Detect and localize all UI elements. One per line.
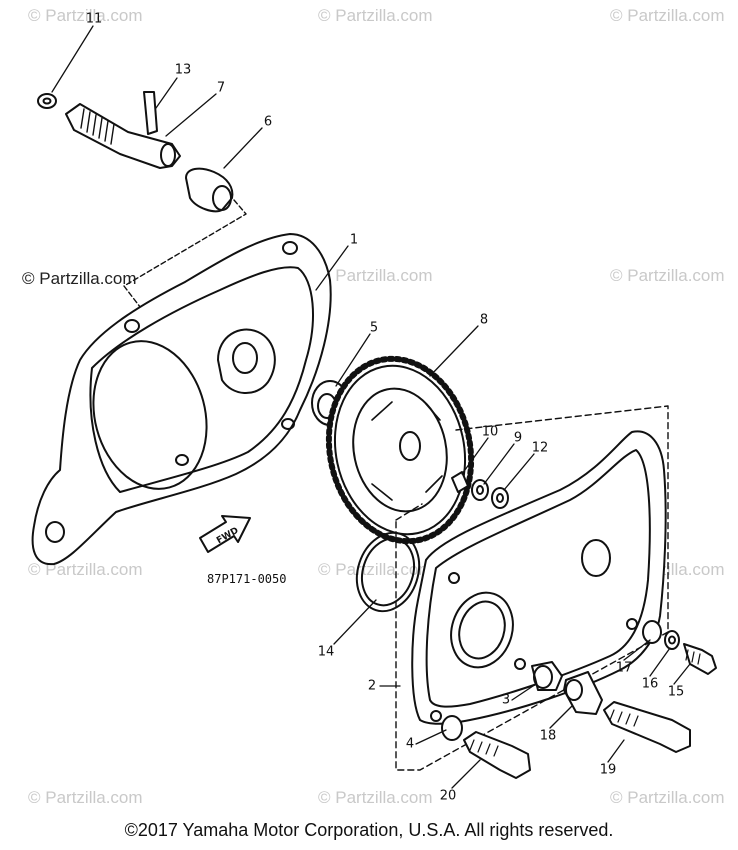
watermark-text: © Partzilla.com: [28, 788, 143, 807]
watermark-text: © Partzilla.com: [318, 560, 433, 579]
watermark-text: © Partzilla.com: [318, 266, 433, 285]
callout-16: 16: [641, 676, 659, 692]
part-14-oring: [355, 531, 421, 613]
part-16-washer: [664, 630, 680, 650]
part-1-housing: [31, 233, 332, 566]
callout-12: 12: [531, 440, 549, 456]
watermark-text: © Partzilla.com: [610, 6, 725, 25]
watermark-text: © Partzilla.com: [610, 266, 725, 285]
assembly-box-dashed: [395, 405, 669, 771]
part-8-gear: [325, 355, 475, 545]
part-15-bolt: [683, 643, 717, 675]
diagram-code: 87P171-0050: [207, 572, 287, 586]
callout-3: 3: [501, 692, 511, 708]
watermark-text: © Partzilla.com: [28, 6, 143, 25]
callout-17: 17: [615, 660, 633, 676]
callout-9: 9: [513, 430, 523, 446]
callout-13: 13: [174, 62, 192, 78]
callout-1: 1: [349, 232, 359, 248]
callout-8: 8: [479, 312, 489, 328]
watermark-text: © Partzilla.com: [28, 560, 143, 579]
part-2-cover-plate: [411, 430, 667, 725]
leader-lines: [51, 25, 691, 789]
watermark-text: © Partzilla.com: [318, 6, 433, 25]
watermark-text: © Partzilla.com: [610, 788, 725, 807]
callout-6: 6: [263, 114, 273, 130]
copyright-notice: ©2017 Yamaha Motor Corporation, U.S.A. A…: [124, 820, 614, 840]
part-18-sleeve: [563, 671, 603, 715]
part-4-dowel: [441, 715, 463, 741]
callout-15: 15: [667, 684, 685, 700]
leader-dashed: [123, 199, 247, 321]
callout-18: 18: [539, 728, 557, 744]
fwd-arrow-icon: [199, 515, 251, 553]
callout-5: 5: [369, 320, 379, 336]
callout-20: 20: [439, 788, 457, 804]
part-6-collar: [185, 167, 234, 213]
watermark-text: © Partzilla.com: [318, 788, 433, 807]
part-10-washer: [451, 471, 469, 493]
callout-14: 14: [317, 644, 335, 660]
part-17-washer: [642, 620, 662, 644]
part-11-washer: [37, 93, 57, 109]
callout-2: 2: [367, 678, 377, 694]
callout-4: 4: [405, 736, 415, 752]
callout-11: 11: [85, 11, 103, 27]
partzilla-watermark-label: © Partzilla.com: [22, 269, 137, 288]
callout-19: 19: [599, 762, 617, 778]
part-12-washer: [491, 487, 509, 509]
part-19-bolt: [603, 701, 691, 753]
callout-10: 10: [481, 424, 499, 440]
part-3-dowel: [531, 661, 563, 691]
part-13-pin: [143, 91, 158, 135]
part-9-washer: [471, 479, 489, 501]
part-7-shaft: [65, 103, 181, 169]
callout-7: 7: [216, 80, 226, 96]
part-20-bolt: [463, 731, 531, 779]
